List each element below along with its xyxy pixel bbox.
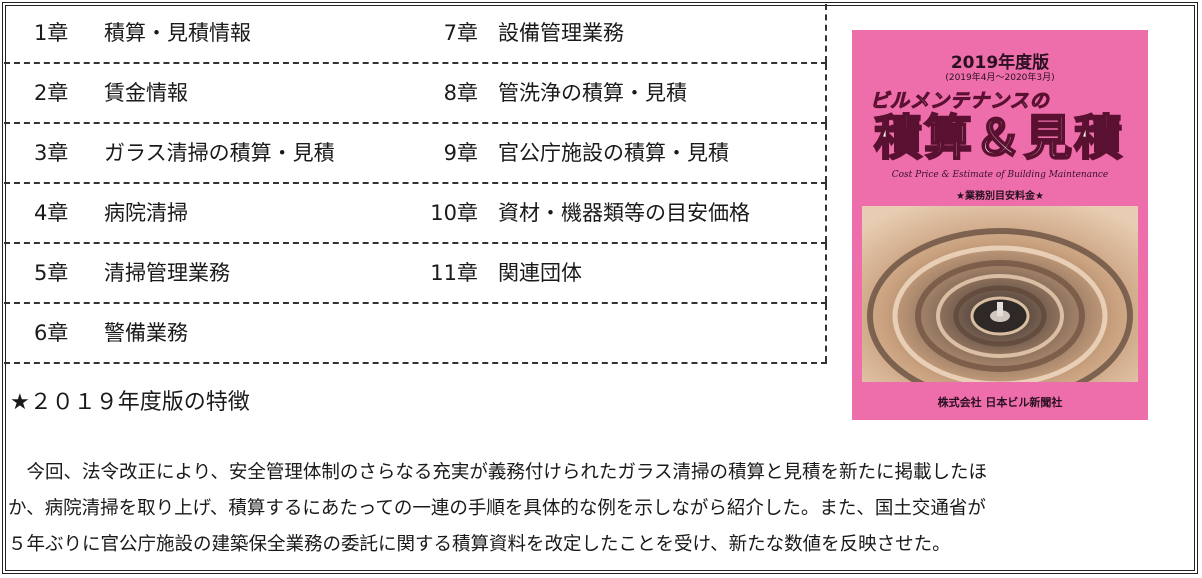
chapter-number: 5章 <box>34 261 69 285</box>
chapter-number: 8章 <box>443 81 478 105</box>
paragraph-line: ５年ぶりに官公庁施設の建築保全業務の委託に関する積算資料を改定したことを受け、新… <box>8 534 951 555</box>
chapter-number: 6章 <box>34 321 69 345</box>
spiral-staircase-image <box>862 206 1138 382</box>
book-publisher: 株式会社 日本ビル新聞社 <box>937 396 1063 409</box>
toc-row: 6章 警備業務 <box>4 304 827 364</box>
chapter-title: 官公庁施設の積算・見積 <box>498 141 729 165</box>
chapter-title: 積算・見積情報 <box>104 21 251 45</box>
book-cover: 2019年度版 (2019年4月～2020年3月) ビルメンテナンスの 積算＆見… <box>852 30 1148 420</box>
chapter-number: 10章 <box>430 201 478 225</box>
chapter-number: 9章 <box>443 141 478 165</box>
book-english-title: Cost Price & Estimate of Building Mainte… <box>891 170 1109 180</box>
chapter-number: 11章 <box>430 261 478 285</box>
paragraph-line: か、病院清掃を取り上げ、積算するにあたっての一連の手順を具体的な例を示しながら紹… <box>8 498 986 519</box>
feature-heading: ★２０１９年度版の特徴 <box>10 390 250 415</box>
chapter-title: 設備管理業務 <box>498 21 624 45</box>
chapter-number: 1章 <box>34 21 69 45</box>
chapter-title: 管洗浄の積算・見積 <box>498 81 687 105</box>
toc-row: 5章 清掃管理業務 11章 関連団体 <box>4 244 827 304</box>
toc-row: 3章 ガラス清掃の積算・見積 9章 官公庁施設の積算・見積 <box>4 124 827 184</box>
feature-paragraph: 今回、法令改正により、安全管理体制のさらなる充実が義務付けられたガラス清掃の積算… <box>8 455 1188 563</box>
toc-row: 1章 積算・見積情報 7章 設備管理業務 <box>4 4 827 64</box>
chapter-title: 病院清掃 <box>104 201 188 225</box>
book-period: (2019年4月～2020年3月) <box>945 73 1055 83</box>
toc-row: 2章 賃金情報 8章 管洗浄の積算・見積 <box>4 64 827 124</box>
chapter-number: 7章 <box>443 21 478 45</box>
chapter-number: 4章 <box>34 201 69 225</box>
book-note: ★業務別目安料金★ <box>956 191 1044 202</box>
book-subtitle: ビルメンテナンスの <box>870 90 1050 113</box>
book-year: 2019年度版 <box>950 53 1050 73</box>
chapter-number: 3章 <box>34 141 69 165</box>
chapter-title: 警備業務 <box>104 321 188 345</box>
paragraph-line: 今回、法令改正により、安全管理体制のさらなる充実が義務付けられたガラス清掃の積算… <box>8 462 988 483</box>
table-of-contents: 1章 積算・見積情報 7章 設備管理業務 2章 賃金情報 8章 管洗浄の積算・見… <box>4 4 827 364</box>
chapter-number: 2章 <box>34 81 69 105</box>
chapter-title: 賃金情報 <box>104 81 188 105</box>
chapter-title: 資材・機器類等の目安価格 <box>498 201 750 225</box>
chapter-title: ガラス清掃の積算・見積 <box>104 141 335 165</box>
book-main-title: 積算＆見積 <box>873 109 1124 167</box>
chapter-title: 清掃管理業務 <box>104 261 230 285</box>
chapter-title: 関連団体 <box>498 261 582 285</box>
toc-row: 4章 病院清掃 10章 資材・機器類等の目安価格 <box>4 184 827 244</box>
